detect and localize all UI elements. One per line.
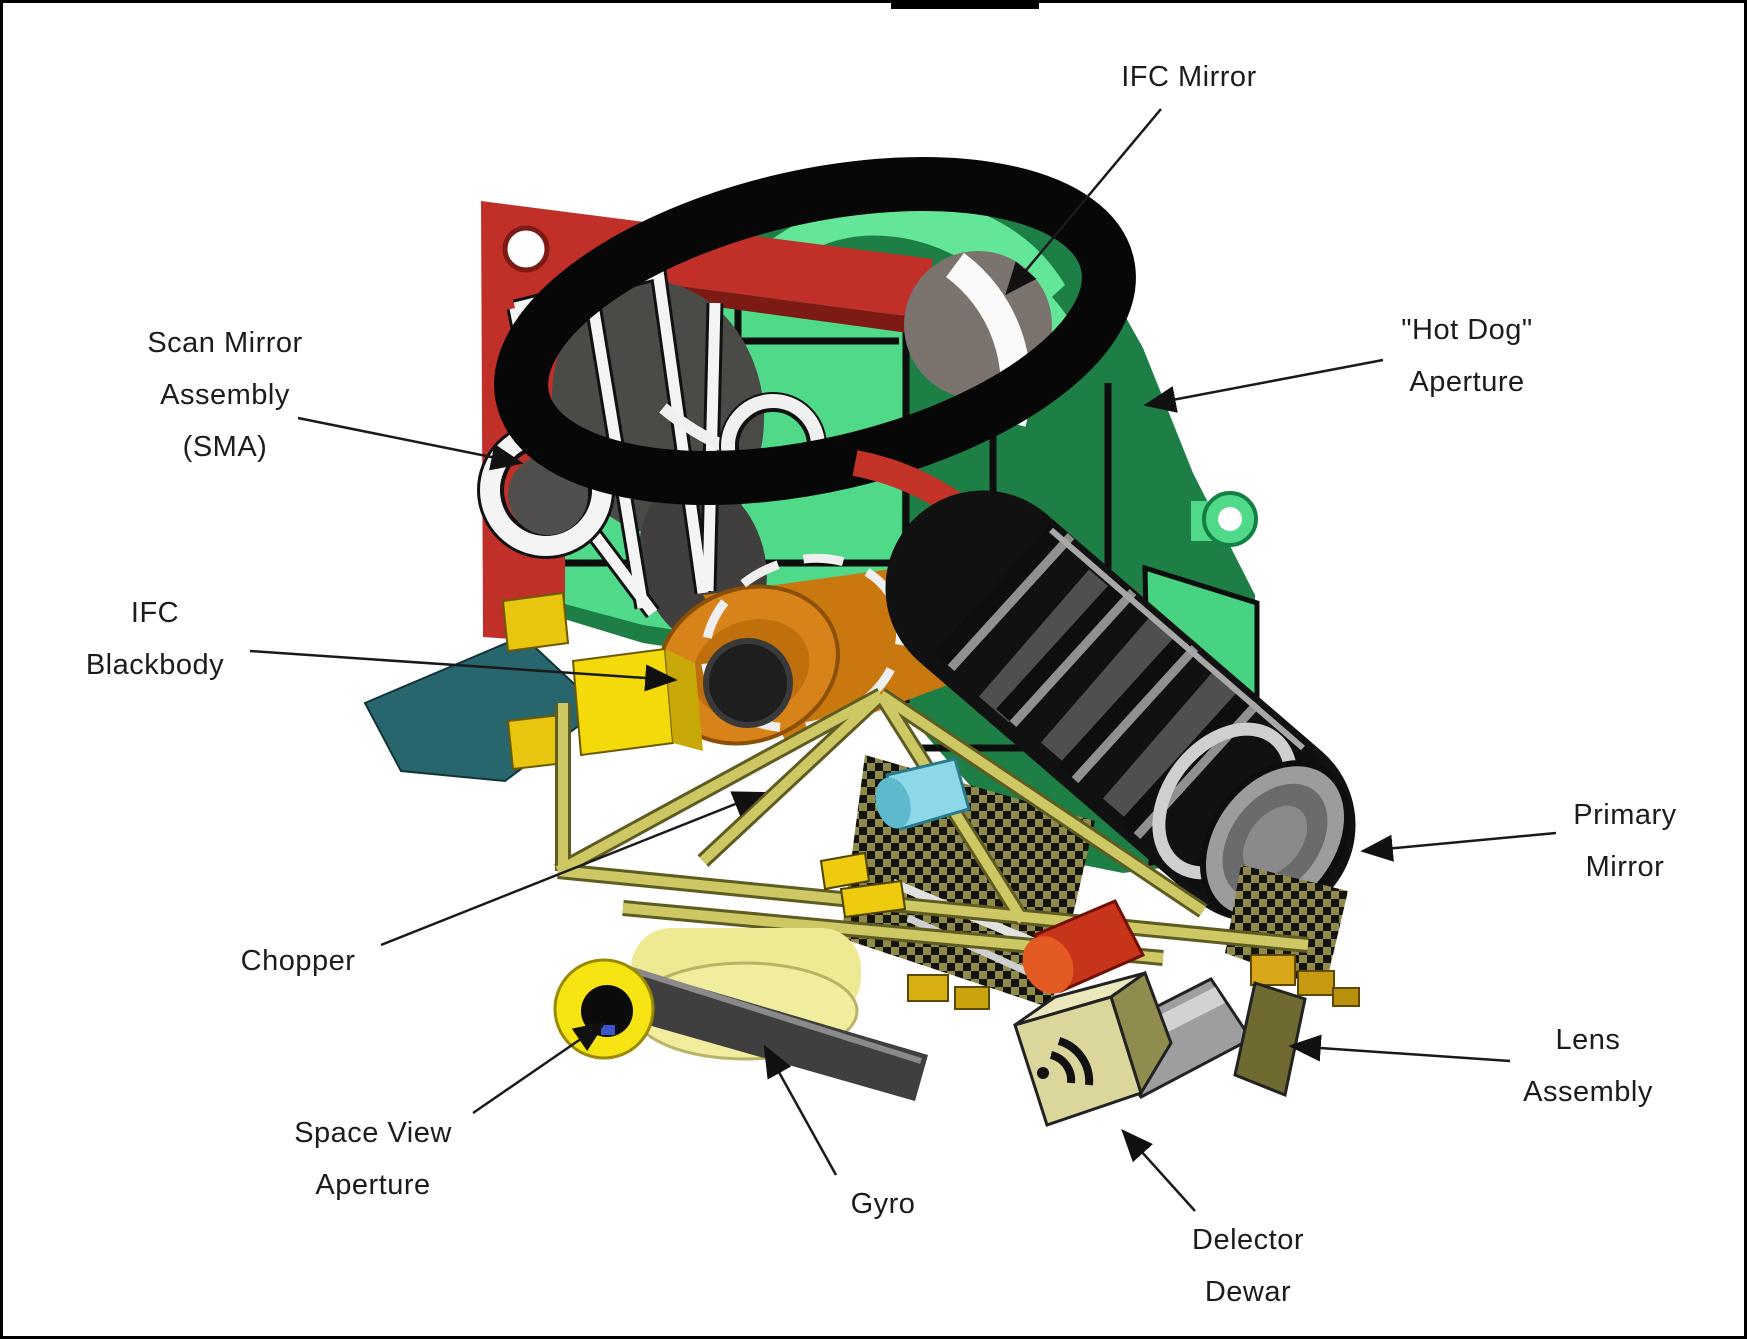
cyan-cylinder <box>875 757 971 831</box>
label-detector-dewar: Delector Dewar <box>1192 1224 1304 1308</box>
leader-arrows <box>249 108 1557 1212</box>
label-ifc-blackbody: IFC Blackbody <box>85 597 225 681</box>
detector-dewar-assembly <box>1013 970 1173 1127</box>
leader-ifc-blackbody <box>249 649 678 692</box>
leader-space-view-aperture <box>472 1021 607 1115</box>
red-cylinder <box>1022 899 1146 994</box>
chopper-disc <box>703 638 793 728</box>
leader-primary-mirror <box>1360 831 1557 862</box>
leader-gyro <box>763 1044 838 1176</box>
leader-ifc-mirror <box>1005 108 1162 296</box>
label-primary-mirror: Primary Mirror <box>1573 799 1677 883</box>
leader-scan-mirror-assembly <box>297 416 524 471</box>
label-ifc-mirror: IFC Mirror <box>1121 61 1257 93</box>
hot-dog-aperture-band <box>494 157 1136 505</box>
instrument-diagram <box>249 3 1557 1212</box>
leader-detector-dewar <box>1121 1128 1196 1212</box>
top-border-sliver <box>891 3 1039 9</box>
leader-chopper <box>380 791 766 947</box>
label-gyro: Gyro <box>850 1188 916 1220</box>
leader-hot-dog-aperture <box>1143 358 1384 413</box>
leader-lens-assembly <box>1288 1034 1511 1063</box>
khaki-truss <box>554 687 1309 966</box>
label-space-view-aperture: Space View Aperture <box>294 1117 452 1201</box>
label-lens-assembly: Lens Assembly <box>1523 1024 1653 1108</box>
gold-fittings <box>907 954 1360 1010</box>
label-chopper: Chopper <box>240 945 356 977</box>
label-scan-mirror-assembly: Scan Mirror Assembly (SMA) <box>147 327 303 463</box>
label-hot-dog-aperture: "Hot Dog" Aperture <box>1401 314 1533 398</box>
